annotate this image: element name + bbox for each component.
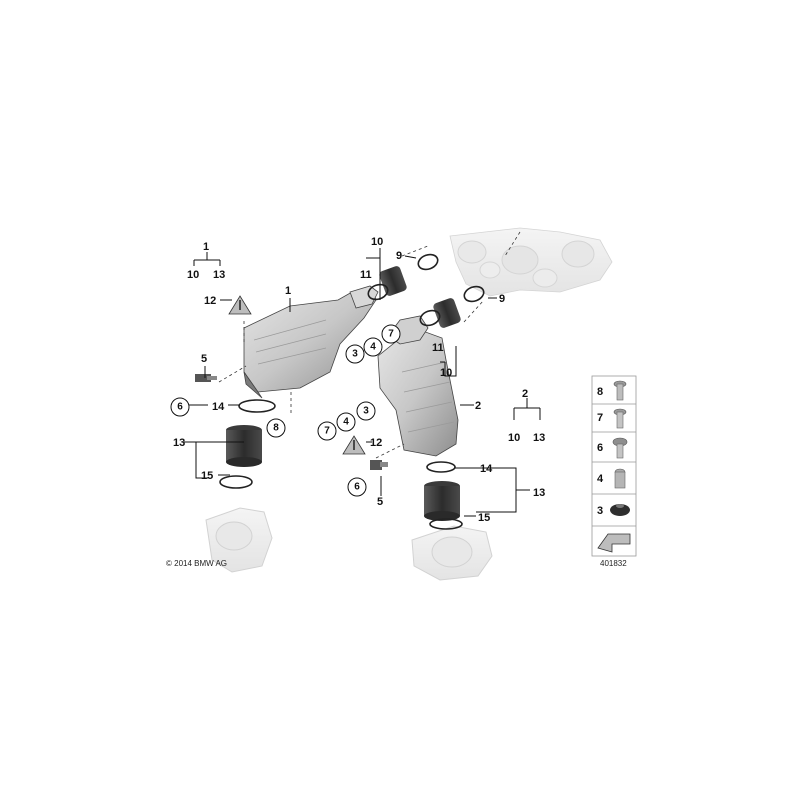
legend-row-6: 6: [597, 437, 628, 459]
label-15: 15: [201, 470, 213, 482]
label-13: 13: [173, 437, 185, 449]
spacer-sleeve-icon: [614, 468, 626, 489]
label-4: 4: [370, 342, 376, 353]
label-14: 14: [480, 463, 493, 475]
label-9: 9: [396, 250, 402, 262]
turbocharger-ghost: [449, 227, 613, 297]
label-6: 6: [354, 482, 360, 493]
label-8: 8: [273, 423, 279, 434]
label-3: 3: [352, 349, 358, 360]
connecting-hose-left[interactable]: [226, 425, 262, 467]
throttle-body-ghost-left: [205, 507, 273, 573]
sensor-right[interactable]: [370, 460, 388, 470]
label-13: 13: [533, 432, 545, 444]
label-14: 14: [212, 401, 225, 413]
circled-labels: [170, 324, 401, 497]
svg-text:8: 8: [597, 386, 603, 398]
rubber-grommet-icon: [610, 504, 630, 516]
legend-row-3: 3: [597, 504, 630, 517]
label-2: 2: [522, 388, 528, 400]
label-2: 2: [475, 400, 481, 412]
sensor-left[interactable]: [195, 374, 217, 382]
label-1: 1: [285, 285, 291, 297]
label-12: 12: [370, 437, 382, 449]
label-10: 10: [187, 269, 199, 281]
label-11: 11: [432, 342, 444, 354]
warning-triangle-icon: [342, 435, 366, 455]
screw-icon: [613, 408, 627, 429]
legend-row-7: 7: [597, 408, 627, 429]
intercooler-1[interactable]: [243, 285, 379, 399]
label-13: 13: [213, 269, 225, 281]
legend-row-4: 4: [597, 468, 626, 489]
warning-triangle-icon: [228, 295, 252, 315]
circled-label-text: 6 8 3 4 7 7 4 3 6: [177, 329, 394, 493]
legend-row-8: 8: [597, 380, 627, 401]
throttle-body-ghost-right: [411, 525, 493, 581]
label-7: 7: [324, 426, 330, 437]
label-10: 10: [371, 236, 383, 248]
hose-clamps[interactable]: [219, 252, 486, 530]
label-1: 1: [203, 241, 209, 253]
part-labels: 1 10 13 12 1 5 14 13 15 10 11 9 9 11 10 …: [173, 236, 545, 524]
label-10: 10: [508, 432, 520, 444]
label-5: 5: [201, 353, 207, 365]
svg-text:7: 7: [597, 412, 603, 424]
svg-text:6: 6: [597, 442, 603, 454]
charge-air-hose-upper[interactable]: [378, 265, 462, 329]
label-12: 12: [204, 295, 216, 307]
guide-lines: [218, 231, 521, 459]
label-11: 11: [360, 269, 372, 281]
label-13: 13: [533, 487, 545, 499]
copyright-text: © 2014 BMW AG: [166, 559, 227, 568]
arrow-icon: [597, 533, 631, 553]
label-15: 15: [478, 512, 490, 524]
svg-text:4: 4: [597, 473, 604, 485]
label-6: 6: [177, 402, 183, 413]
leader-lines: [184, 248, 541, 517]
diagram-id: 401832: [600, 559, 627, 568]
label-10: 10: [440, 367, 452, 379]
label-3: 3: [363, 406, 369, 417]
hex-screw-icon: [612, 437, 628, 459]
svg-text:3: 3: [597, 505, 603, 517]
label-4: 4: [343, 417, 349, 428]
label-9: 9: [499, 293, 505, 305]
connecting-hose-right[interactable]: [424, 481, 460, 521]
bolt-icon: [613, 380, 627, 401]
label-5: 5: [377, 496, 383, 508]
label-7: 7: [388, 329, 394, 340]
hardware-legend: 8 7 6 4: [591, 375, 637, 568]
